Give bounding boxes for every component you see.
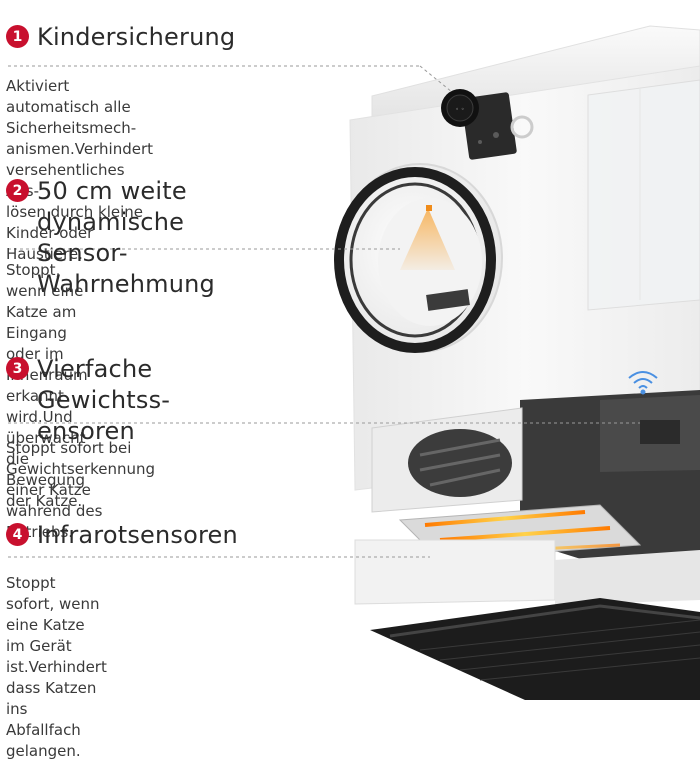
feature-2-description: Stoppt, wenn eine Katze am Eingang oder … [6, 260, 88, 512]
feature-2-desc-line-1: Stoppt, wenn eine Katze am Eingang [6, 261, 84, 342]
feature-3-description: Stoppt sofort bei Gewichtserkennung eine… [6, 438, 155, 543]
feature-4-desc-line-1: Stoppt sofort, wenn eine Katze im Gerät [6, 574, 100, 655]
feature-2-desc-line-2: oder im Innenraum erkannt wird.Und [6, 345, 88, 426]
feature-3-desc-line-1: Stoppt sofort bei Gewichtserkennung [6, 439, 156, 478]
feature-1-desc-line-1: Aktiviert automatisch alle Sicherheitsme… [6, 77, 137, 137]
litter-box-product-illustration: ◦ ◦ [8, 25, 700, 700]
feature-4-desc-line-2: ist.Verhindert dass Katzen ins Abfallfac… [6, 658, 107, 739]
feature-1-title: Kindersicherung [37, 22, 235, 53]
feature-1-heading: 1 Kindersicherung [6, 22, 235, 53]
feature-3-title-line-1: Vierfache Gewichtss- [37, 355, 171, 414]
sensor-cone-icon [400, 208, 455, 270]
feature-3-heading: 3 Vierfache Gewichtss- ensoren [6, 354, 170, 447]
feature-1-desc-line-3: lösen durch kleine Kinder oder Haustiere… [6, 203, 144, 263]
feature-4-desc-line-3: gelangen. [6, 742, 81, 760]
feature-1-title-line-1: Kindersicherung [37, 23, 236, 51]
feature-4-description: Stoppt sofort, wenn eine Katze im Gerät … [6, 573, 107, 762]
feature-2-title-line-2: Sensor-Wahrnehmung [37, 239, 215, 298]
feature-2-heading: 2 50 cm weite dynamische Sensor-Wahrnehm… [6, 176, 215, 300]
feature-4-title: Infrarotsensoren [37, 520, 238, 551]
wifi-signal-icon [628, 371, 658, 395]
feature-1-number-badge: 1 [6, 25, 29, 48]
feature-2-number-badge: 2 [6, 179, 29, 202]
feature-4-number-badge: 4 [6, 523, 29, 546]
feature-2-title: 50 cm weite dynamische Sensor-Wahrnehmun… [37, 176, 215, 300]
feature-1-description: Aktiviert automatisch alle Sicherheitsme… [6, 76, 153, 265]
bottom-mat [370, 598, 700, 700]
feature-4-heading: 4 Infrarotsensoren [6, 520, 238, 551]
svg-text:◦ ◦: ◦ ◦ [456, 106, 465, 113]
waste-drawer [354, 539, 556, 605]
feature-3-title: Vierfache Gewichtss- ensoren [37, 354, 170, 447]
feature-3-number-badge: 3 [6, 357, 29, 380]
feature-4-title-line-1: Infrarotsensoren [37, 521, 238, 549]
device-window-panel [587, 79, 700, 311]
feature-2-title-line-1: 50 cm weite dynamische [37, 177, 187, 236]
entrance-ring [334, 167, 496, 353]
feature-3-title-line-2: ensoren [37, 417, 135, 445]
feature-2-desc-line-3: überwacht die Bewegung der Katze. [6, 429, 86, 510]
